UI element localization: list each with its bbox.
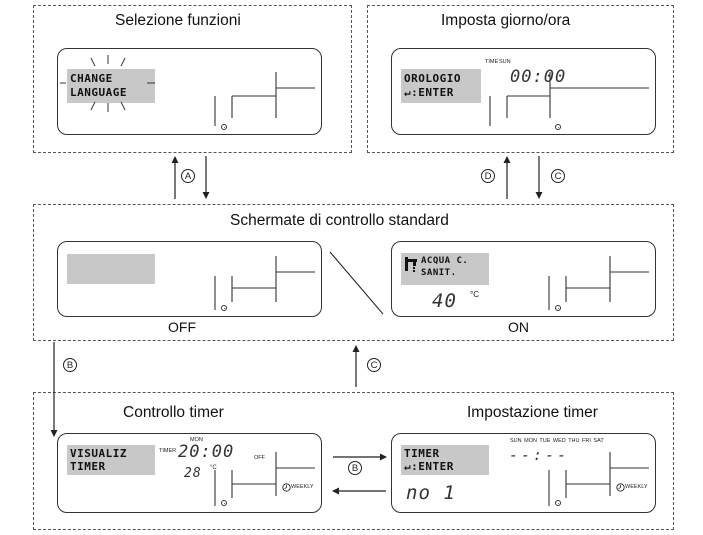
timer-control-highlight (67, 445, 155, 475)
timer-control-off: OFF (254, 455, 265, 461)
select-function-panel (33, 5, 352, 153)
standard-panel (33, 204, 674, 341)
standard-on-line2: SANIT. (421, 268, 457, 278)
timer-setting-line1: TIMER (404, 447, 440, 460)
arrow-label-b-left: B (63, 358, 77, 372)
timer-setting-time: --:-- (509, 446, 570, 464)
standard-off-highlight (67, 254, 155, 284)
tap-icon (405, 257, 417, 272)
standard-off-lcd (57, 241, 322, 317)
timer-control-line2: TIMER (70, 460, 106, 473)
select-function-lcd: CHANGE LANGUAGE (57, 48, 322, 135)
clock-indicator (555, 124, 561, 130)
timer-setting-title: Impostazione timer (467, 404, 598, 421)
timer-control-indicator (221, 500, 227, 506)
arrow-label-c-bottom: C (367, 358, 381, 372)
timer-setting-weekly: WEEKLY (625, 484, 648, 490)
blink-rays (60, 55, 155, 112)
clock-panel (367, 5, 674, 153)
clock-icon (616, 483, 625, 492)
arrow-label-a: A (181, 169, 195, 183)
timer-setting-program: no 1 (406, 482, 456, 504)
timer-control-day-label: MON (190, 437, 203, 443)
standard-on-indicator (555, 305, 561, 311)
standard-on-temp: 40 (432, 290, 457, 312)
arrow-label-d: D (481, 169, 495, 183)
timer-control-time: 20:00 (178, 442, 235, 462)
timer-control-timer-label: TIMER (159, 448, 177, 454)
timer-control-title: Controllo timer (123, 404, 224, 421)
clock-time-label: TIME (485, 59, 499, 65)
timer-setting-highlight (401, 445, 489, 475)
standard-on-label: ON (508, 319, 529, 335)
standard-on-lcd: ACQUA C. SANIT. 40 °C (391, 241, 656, 317)
timer-setting-line2: ↵:ENTER (404, 460, 454, 473)
timer-control-temp-unit: °C (210, 465, 217, 471)
clock-time-value: 00:00 (510, 67, 567, 87)
timer-setting-indicator (555, 500, 561, 506)
clock-day-label: SUN (499, 59, 511, 65)
standard-on-line1: ACQUA C. (421, 256, 469, 266)
standard-on-highlight (401, 253, 489, 285)
standard-on-temp-unit: °C (470, 290, 479, 299)
clock-lcd: OROLOGIO ↵:ENTER TIME SUN 00:00 (391, 48, 656, 135)
timer-setting-days: SUN MON TUE WED THU FRI SAT (510, 438, 604, 444)
clock-line2: ↵:ENTER (404, 86, 454, 99)
arrow-label-b-bottom: B (348, 461, 362, 475)
lcd-dividers (214, 72, 649, 506)
clock-line1: OROLOGIO (404, 72, 461, 85)
off-on-separator (329, 251, 384, 315)
timer-control-weekly: WEEKLY (291, 484, 314, 490)
standard-title: Schermate di controllo standard (230, 212, 449, 229)
timer-control-lcd: VISUALIZ TIMER TIMER MON 20:00 OFF 28 °C… (57, 433, 322, 513)
clock-icon (282, 483, 291, 492)
timer-control-temp: 28 (184, 466, 202, 481)
select-function-line1: CHANGE (70, 72, 113, 85)
arrow-label-c-top: C (551, 169, 565, 183)
clock-title: Imposta giorno/ora (441, 12, 571, 29)
select-function-line2: LANGUAGE (70, 86, 127, 99)
select-function-highlight (67, 69, 155, 103)
timer-setting-lcd: TIMER ↵:ENTER SUN MON TUE WED THU FRI SA… (391, 433, 656, 513)
select-function-title: Selezione funzioni (115, 12, 241, 29)
standard-off-label: OFF (168, 319, 196, 335)
timer-panel (33, 392, 674, 530)
select-function-indicator (221, 124, 227, 130)
timer-control-line1: VISUALIZ (70, 447, 127, 460)
standard-off-indicator (221, 305, 227, 311)
clock-highlight (401, 69, 481, 103)
